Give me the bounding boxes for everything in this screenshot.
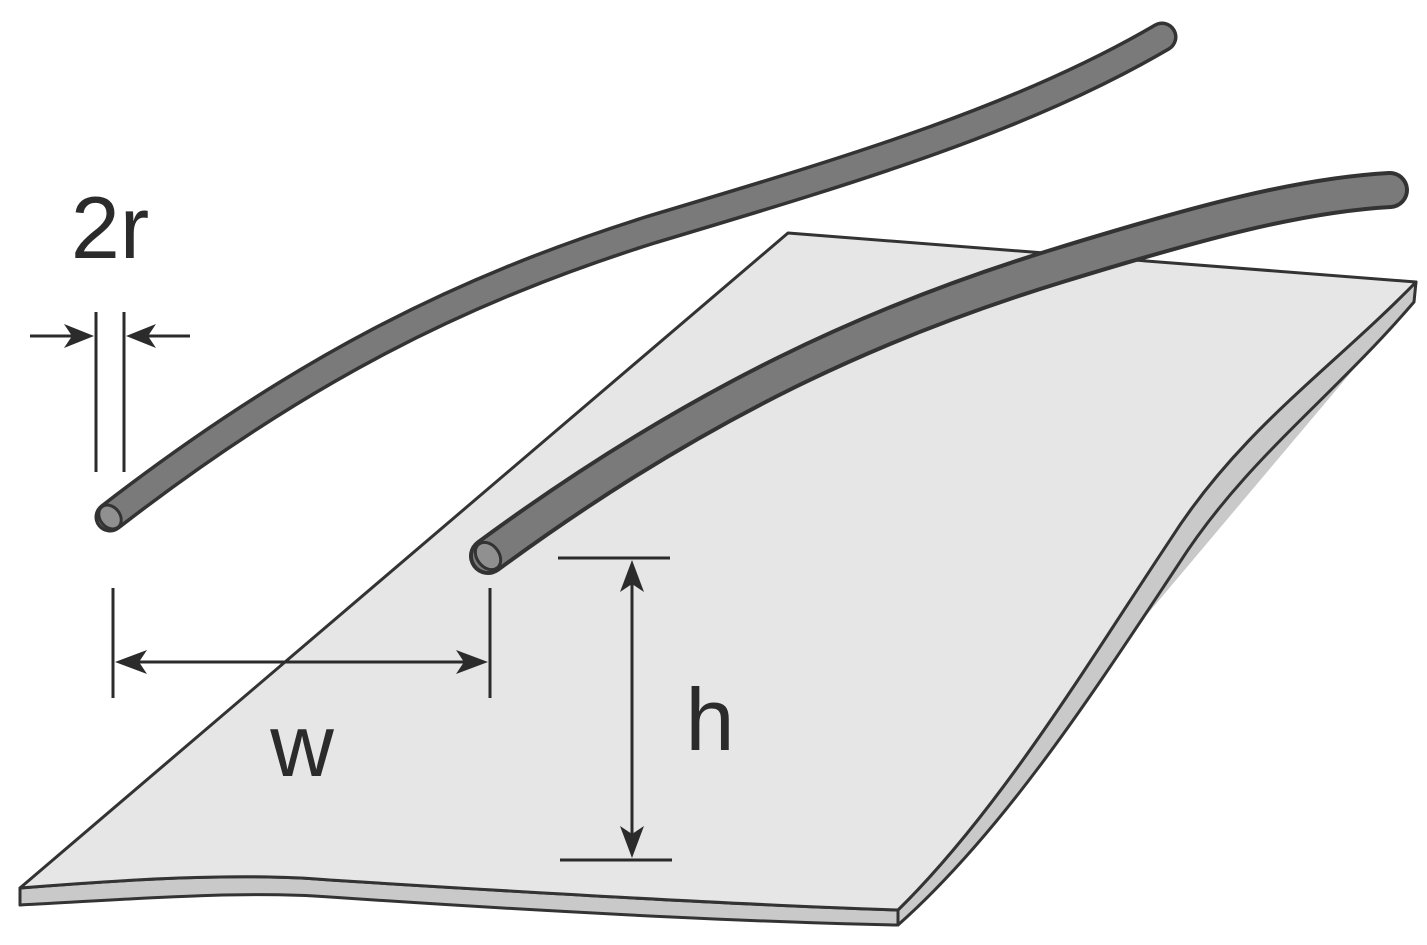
height-arrow-bottom-head xyxy=(620,826,644,858)
right-wire xyxy=(473,175,1405,571)
diameter-arrow-left-head xyxy=(64,324,94,348)
diameter-arrow-right-head xyxy=(126,324,156,348)
separation-arrow-left-head xyxy=(115,650,147,674)
separation-dimension xyxy=(111,588,492,698)
separation-label: w xyxy=(269,696,334,795)
diameter-dimension xyxy=(30,312,190,472)
separation-arrow-right-head xyxy=(456,650,488,674)
left-wire xyxy=(98,25,1174,529)
left-wire-end xyxy=(97,503,123,531)
diameter-label: 2r xyxy=(71,178,149,277)
ground-plane xyxy=(18,231,1418,912)
height-arrow-top-head xyxy=(620,560,644,592)
height-dimension xyxy=(558,556,672,862)
height-label: h xyxy=(686,670,735,769)
right-wire-end xyxy=(473,540,503,572)
